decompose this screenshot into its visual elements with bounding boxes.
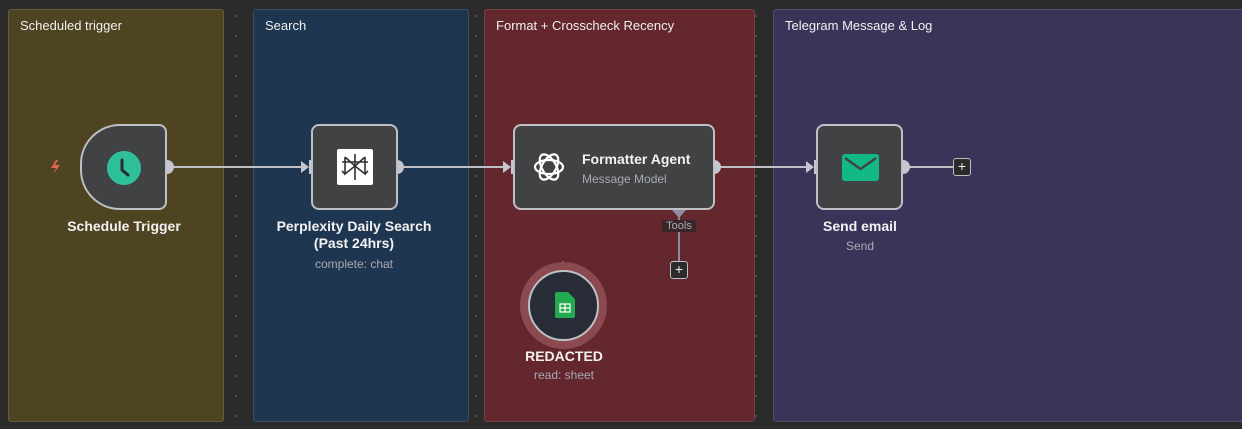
google-sheets-node[interactable]	[528, 270, 599, 341]
perplexity-label-line2: (Past 24hrs)	[313, 235, 395, 251]
sticky-title: Search	[265, 18, 307, 33]
clock-icon	[107, 151, 141, 185]
formatter-agent-node[interactable]: Formatter Agent Message Model	[513, 124, 715, 210]
google-sheets-icon	[555, 292, 575, 318]
send-email-subtitle: Send	[845, 239, 875, 253]
sticky-scheduled-trigger[interactable]: Scheduled trigger	[8, 9, 224, 422]
formatter-agent-title: Formatter Agent	[582, 151, 691, 167]
send-email-label: Send email	[823, 218, 897, 234]
add-node-button[interactable]: +	[953, 158, 971, 176]
email-icon	[842, 154, 879, 181]
sticky-title: Telegram Message & Log	[785, 18, 933, 33]
sticky-search[interactable]: Search	[253, 9, 469, 422]
schedule-trigger-node[interactable]	[80, 124, 167, 210]
sticky-title: Format + Crosscheck Recency	[496, 18, 675, 33]
openai-icon	[531, 149, 567, 185]
sheet-subtitle: read: sheet	[533, 368, 595, 382]
perplexity-node[interactable]	[311, 124, 398, 210]
perplexity-icon	[337, 149, 373, 185]
tools-label: Tools	[662, 220, 696, 232]
lightning-icon	[51, 160, 60, 174]
sticky-telegram[interactable]: Telegram Message & Log	[773, 9, 1242, 422]
perplexity-label-line1: Perplexity Daily Search	[276, 218, 432, 234]
add-tool-button[interactable]: +	[670, 261, 688, 279]
perplexity-subtitle: complete: chat	[314, 257, 394, 271]
send-email-node[interactable]	[816, 124, 903, 210]
sticky-format[interactable]: Format + Crosscheck Recency	[484, 9, 755, 422]
formatter-agent-subtitle: Message Model	[582, 172, 667, 186]
sheet-label: REDACTED	[525, 348, 603, 364]
schedule-trigger-label: Schedule Trigger	[67, 218, 181, 234]
sticky-title: Scheduled trigger	[20, 18, 122, 33]
